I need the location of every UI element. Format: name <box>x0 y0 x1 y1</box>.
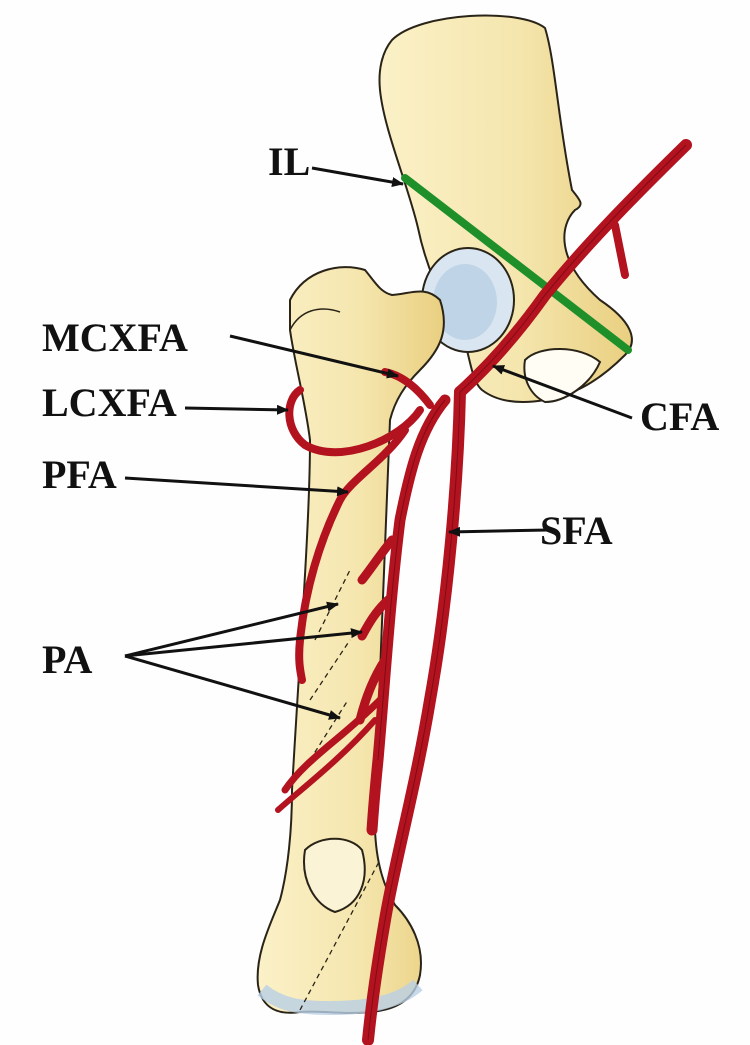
obturator-foramen <box>523 348 602 404</box>
arterial-outline <box>367 144 687 1041</box>
label-pa: PA <box>42 637 93 682</box>
arrow-cfa <box>492 364 633 420</box>
greater-trochanter <box>289 308 341 331</box>
arrow-mcxfa <box>229 334 399 379</box>
femur-bone <box>256 266 445 1014</box>
label-mcxfa: MCXFA <box>42 315 188 360</box>
label-cfa: CFA <box>640 394 720 439</box>
superficial-branch <box>611 221 629 279</box>
distal-cartilage <box>257 979 423 1016</box>
arrow-pa-3 <box>124 654 341 720</box>
inguinal-ligament <box>401 174 632 354</box>
label-pfa: PFA <box>42 452 117 497</box>
arrow-pa-2 <box>124 628 363 658</box>
label-sfa: SFA <box>540 508 613 553</box>
leader-arrows <box>124 166 633 720</box>
arrow-il <box>311 166 404 188</box>
lower-branch-1 <box>281 696 384 794</box>
profunda-lateral-branch <box>295 426 409 684</box>
femoral-head-cartilage <box>433 264 497 340</box>
patella <box>303 837 366 914</box>
perforating-artery-2 <box>357 595 393 641</box>
lower-branch-2 <box>275 717 378 813</box>
arrow-pfa <box>124 476 349 497</box>
arrow-sfa <box>448 526 549 537</box>
arrow-pa-1 <box>124 601 339 658</box>
label-lcxfa: LCXFA <box>42 380 177 425</box>
lateral-circumflex-femoral-artery <box>285 386 424 457</box>
label-il: IL <box>268 139 311 184</box>
perforating-artery-1 <box>357 535 397 585</box>
arrow-lcxfa <box>184 404 289 415</box>
